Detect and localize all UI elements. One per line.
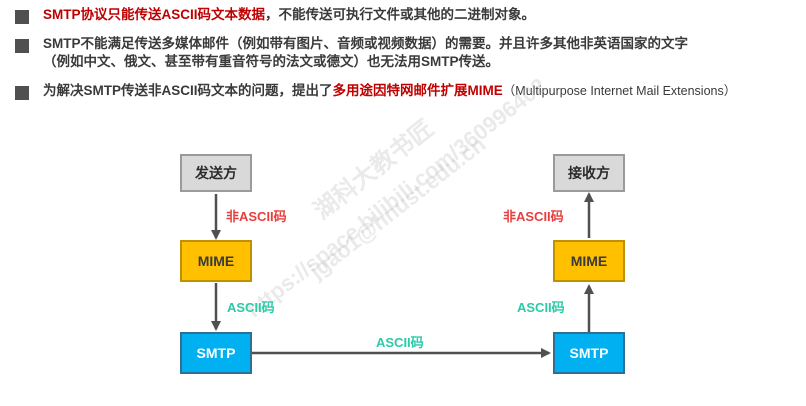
bullet-3-text: 为解决SMTP传送非ASCII码文本的问题，提出了	[43, 83, 333, 98]
mime-left-box: MIME	[180, 240, 252, 282]
bullet-3-paren-close: ）	[723, 84, 737, 98]
bullet-square-icon	[15, 39, 29, 53]
label-nonascii-left: 非ASCII码	[226, 209, 287, 224]
bullet-square-icon	[15, 86, 29, 100]
mime-right-box: MIME	[553, 240, 625, 282]
bullet-2-line-2: （例如中文、俄文、甚至带有重音符号的法文或德文）也无法用SMTP传送。	[43, 54, 499, 69]
bullet-1-text: ，不能传送可执行文件或其他的二进制对象。	[265, 7, 536, 22]
label-ascii-right: ASCII码	[517, 300, 565, 315]
bullet-2-line-1: SMTP不能满足传送多媒体邮件（例如带有图片、音频或视频数据）的需要。并且许多其…	[43, 36, 688, 51]
bullet-square-icon	[15, 10, 29, 24]
bullet-1: SMTP协议只能传送ASCII码文本数据，不能传送可执行文件或其他的二进制对象。	[12, 6, 802, 24]
label-ascii-middle: ASCII码	[376, 335, 424, 350]
bullet-3-paren-open: （	[502, 84, 516, 98]
sender-box: 发送方	[180, 154, 252, 192]
bullet-3: 为解决SMTP传送非ASCII码文本的问题，提出了多用途因特网邮件扩展MIME（…	[12, 82, 802, 100]
label-nonascii-right: 非ASCII码	[503, 209, 564, 224]
smtp-right-box: SMTP	[553, 332, 625, 374]
receiver-box: 接收方	[553, 154, 625, 192]
bullet-3-highlight: 多用途因特网邮件扩展MIME	[332, 83, 503, 98]
smtp-left-box: SMTP	[180, 332, 252, 374]
bullet-1-highlight: SMTP协议只能传送ASCII码文本数据	[43, 7, 266, 22]
bullet-2: SMTP不能满足传送多媒体邮件（例如带有图片、音频或视频数据）的需要。并且许多其…	[12, 35, 802, 71]
label-ascii-left: ASCII码	[227, 300, 275, 315]
bullet-list: SMTP协议只能传送ASCII码文本数据，不能传送可执行文件或其他的二进制对象。…	[12, 6, 802, 100]
bullet-3-english: Multipurpose Internet Mail Extensions	[515, 84, 724, 98]
